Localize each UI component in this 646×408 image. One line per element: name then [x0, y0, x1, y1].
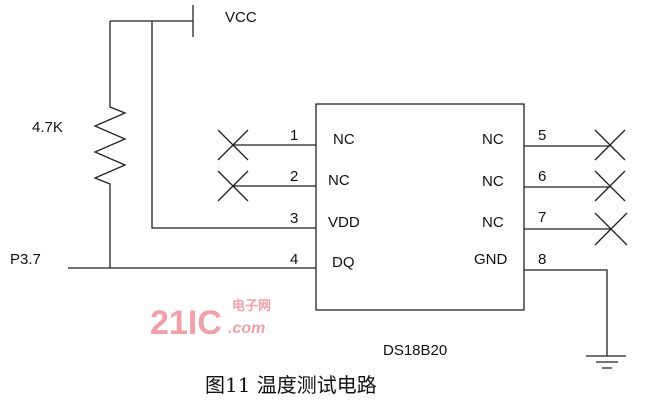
pin-number: 8 [538, 251, 546, 268]
watermark-brand: 21IC [150, 304, 222, 342]
figure-caption: 图11 温度测试电路 [205, 373, 377, 397]
port-label: P3.7 [10, 251, 41, 268]
watermark: 21IC 电子网 .com [150, 298, 271, 342]
pin-number: 6 [538, 168, 546, 185]
pin2-no-connect [217, 170, 316, 202]
watermark-domain: .com [228, 320, 265, 337]
vdd-wire [151, 21, 316, 229]
pin1-no-connect [217, 129, 316, 161]
chip-name: DS18B20 [383, 342, 447, 359]
pin-name: NC [482, 131, 504, 148]
pin-number: 1 [290, 127, 298, 144]
watermark-cn: 电子网 [232, 298, 271, 313]
resistor-symbol [93, 21, 127, 268]
pin-number: 3 [290, 210, 298, 227]
pin-name: NC [328, 172, 350, 189]
gnd-wire [524, 269, 608, 356]
pin-number: 2 [290, 168, 298, 185]
pin-name: VDD [328, 214, 360, 231]
pin5-no-connect [524, 129, 626, 161]
pin-number: 5 [538, 127, 546, 144]
pin-name: NC [482, 214, 504, 231]
ground-icon [586, 355, 626, 369]
ds18b20-chip [315, 103, 525, 311]
pin-name: GND [474, 251, 508, 268]
pin-name: NC [333, 131, 355, 148]
pin-name: NC [482, 173, 504, 190]
resistor-label: 4.7K [32, 119, 63, 136]
pin-number: 4 [290, 251, 298, 268]
pin-name: DQ [332, 254, 355, 271]
pin7-no-connect [524, 212, 628, 246]
pin-number: 7 [538, 209, 546, 226]
vcc-label: VCC [225, 9, 257, 26]
pin6-no-connect [524, 170, 626, 202]
